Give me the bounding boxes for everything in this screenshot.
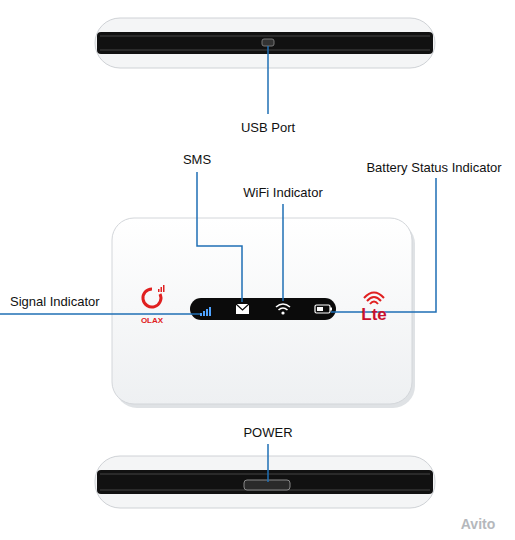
leader-lines (0, 46, 436, 482)
brand-logo: OLAX (141, 316, 163, 326)
front-view (112, 218, 415, 408)
port-label: USB Port (241, 120, 295, 136)
button-label: POWER (243, 425, 292, 441)
bottom-side-view (95, 456, 435, 508)
lte-logo: Lte (361, 305, 387, 325)
top-side-view (95, 18, 435, 68)
indicator-label: WiFi Indicator (243, 185, 322, 201)
indicator-label: Signal Indicator (8, 294, 102, 310)
indicator-label: SMS (183, 152, 211, 168)
watermark: Avito (461, 516, 495, 533)
indicator-label: Battery Status Indicator (366, 160, 501, 176)
